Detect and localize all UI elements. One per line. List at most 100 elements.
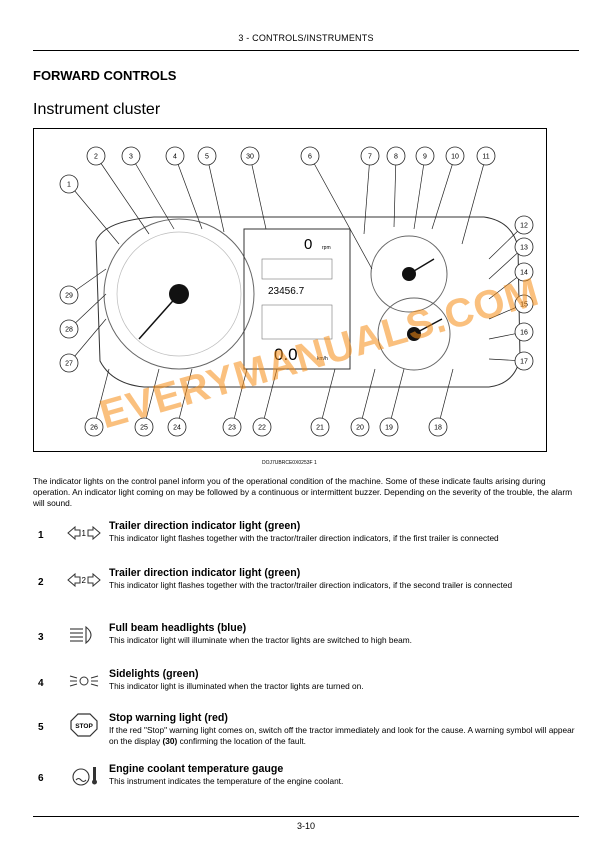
svg-text:26: 26 — [90, 425, 98, 432]
svg-text:29: 29 — [65, 293, 73, 300]
callout-2: 2 — [86, 146, 150, 235]
callout-19: 19 — [379, 368, 405, 437]
entry-description: This indicator light is illuminated when… — [109, 681, 364, 691]
svg-text:5: 5 — [205, 154, 209, 161]
callout-14: 14 — [488, 262, 534, 300]
callout-4: 4 — [165, 146, 203, 230]
svg-text:17: 17 — [520, 359, 528, 366]
callout-1: 1 — [59, 174, 120, 245]
callout-10: 10 — [431, 146, 465, 230]
callout-21: 21 — [310, 368, 336, 437]
callout-12: 12 — [488, 215, 534, 260]
svg-text:30: 30 — [246, 154, 254, 161]
svg-text:8: 8 — [394, 154, 398, 161]
description-text: confirming the location of the fault. — [177, 735, 306, 746]
trailer-2-arrows-icon: 2 — [66, 568, 102, 592]
intro-paragraph: The indicator lights on the control pane… — [33, 476, 573, 508]
entry-number: 2 — [38, 577, 44, 588]
svg-text:9: 9 — [423, 154, 427, 161]
svg-text:11: 11 — [482, 154, 489, 161]
svg-text:3: 3 — [129, 154, 133, 161]
description-text: If the red "Stop" warning light comes on… — [109, 725, 575, 746]
svg-text:10: 10 — [451, 154, 459, 161]
entry-title: Trailer direction indicator light (green… — [109, 520, 301, 532]
callout-25: 25 — [134, 368, 160, 437]
callout-22: 22 — [252, 368, 278, 437]
svg-text:4: 4 — [173, 154, 177, 161]
display-reference: (30) — [162, 735, 178, 746]
callout-30: 30 — [240, 146, 267, 230]
callout-20: 20 — [350, 368, 376, 437]
svg-text:20: 20 — [356, 425, 364, 432]
tachometer-dial — [103, 218, 255, 370]
svg-text:22: 22 — [258, 425, 266, 432]
entry-description: If the red "Stop" warning light comes on… — [109, 725, 579, 746]
display-speed: 0.0 — [274, 345, 298, 364]
callout-13: 13 — [488, 237, 534, 280]
svg-text:16: 16 — [520, 330, 528, 337]
svg-text:STOP: STOP — [75, 723, 93, 730]
page-number: 3-10 — [296, 821, 315, 831]
callout-23: 23 — [222, 368, 248, 437]
display-hours: 23456.7 — [268, 286, 305, 297]
subsection-title: Instrument cluster — [33, 101, 161, 118]
svg-text:2: 2 — [82, 576, 87, 585]
svg-text:21: 21 — [316, 425, 324, 432]
callout-3: 3 — [121, 146, 175, 230]
svg-text:7: 7 — [368, 154, 372, 161]
entry-title: Full beam headlights (blue) — [109, 622, 247, 634]
sidelights-icon — [66, 669, 102, 693]
callout-9: 9 — [413, 146, 435, 230]
svg-text:13: 13 — [520, 245, 528, 252]
svg-text:24: 24 — [173, 425, 181, 432]
display-rpm-unit: rpm — [322, 245, 331, 251]
section-title: FORWARD CONTROLS — [33, 68, 177, 83]
callout-8: 8 — [386, 146, 406, 228]
high-beam-icon — [66, 623, 102, 647]
fuel-gauge-dial — [377, 297, 451, 371]
indicator-entry: 3 Full beam headlights (blue)This indicat… — [33, 622, 581, 664]
entry-number: 4 — [38, 678, 44, 689]
svg-text:23: 23 — [228, 425, 236, 432]
callout-28: 28 — [59, 293, 107, 339]
entry-description: This indicator light flashes together wi… — [109, 580, 513, 590]
callout-6: 6 — [300, 146, 373, 270]
svg-text:18: 18 — [434, 425, 442, 432]
svg-text:14: 14 — [520, 270, 528, 277]
tachometer-needle — [138, 293, 180, 340]
figure-code: DOJ7UBRCE0X0253F 1 — [262, 460, 317, 466]
entry-number: 3 — [38, 632, 44, 643]
callout-5: 5 — [197, 146, 225, 233]
svg-text:2: 2 — [94, 154, 98, 161]
stop-icon: STOP — [66, 713, 102, 737]
coolant-gauge-dial — [370, 235, 448, 313]
svg-text:27: 27 — [65, 361, 73, 368]
callout-11: 11 — [461, 146, 496, 245]
footer-rule — [33, 816, 579, 817]
entry-title: Engine coolant temperature gauge — [109, 763, 284, 775]
callout-29: 29 — [59, 268, 107, 305]
entry-description: This indicator light flashes together wi… — [109, 533, 499, 543]
callout-26: 26 — [84, 368, 110, 437]
svg-text:1: 1 — [67, 182, 71, 189]
callout-24: 24 — [167, 368, 193, 437]
svg-text:25: 25 — [140, 425, 148, 432]
header-rule — [33, 50, 579, 51]
callout-15: 15 — [488, 294, 534, 320]
svg-text:6: 6 — [308, 154, 312, 161]
entry-description: This indicator light will illuminate whe… — [109, 635, 412, 645]
display-speed-unit: km/h — [317, 356, 328, 362]
callout-27: 27 — [59, 318, 107, 373]
callout-17: 17 — [488, 351, 534, 371]
svg-text:12: 12 — [520, 223, 528, 230]
entry-number: 5 — [38, 722, 44, 733]
display-rpm-value: 0 — [304, 236, 312, 253]
entry-number: 6 — [38, 773, 44, 784]
